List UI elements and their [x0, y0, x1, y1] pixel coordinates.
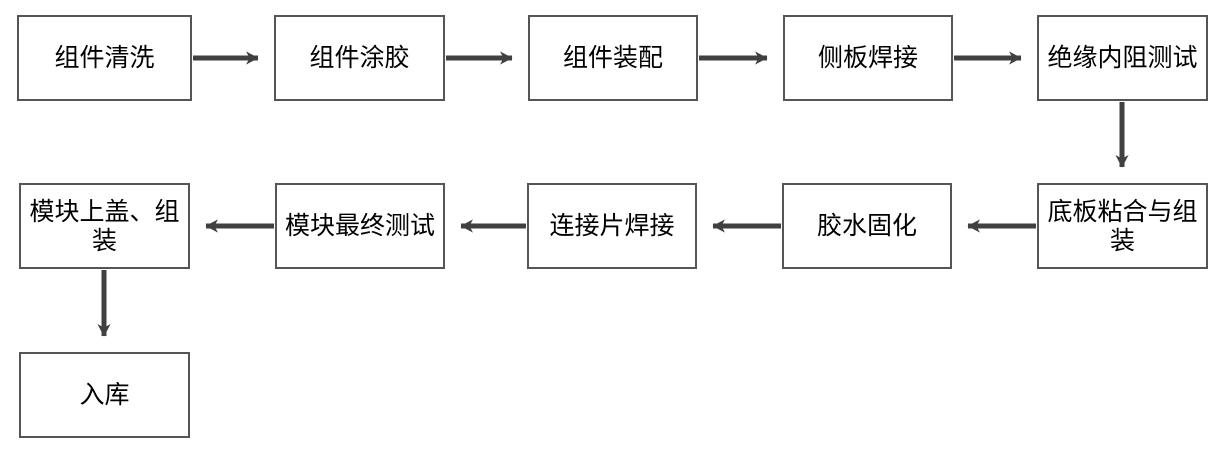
process-node-base-plate-bonding-assembly[interactable]: 底板粘合与组装: [1037, 183, 1208, 269]
process-node-component-gluing[interactable]: 组件涂胶: [274, 15, 445, 101]
node-label: 组件装配: [562, 43, 663, 73]
process-node-insulation-resistance-test[interactable]: 绝缘内阻测试: [1037, 15, 1208, 101]
process-node-component-cleaning[interactable]: 组件清洗: [17, 15, 192, 101]
process-node-side-plate-welding[interactable]: 侧板焊接: [783, 15, 953, 101]
node-label: 绝缘内阻测试: [1047, 43, 1198, 73]
node-label: 胶水固化: [816, 211, 917, 241]
node-label: 底板粘合与组装: [1047, 196, 1198, 256]
node-label: 组件涂胶: [309, 43, 410, 73]
node-label: 连接片焊接: [549, 211, 675, 241]
process-node-component-assembly[interactable]: 组件装配: [528, 15, 698, 101]
process-node-warehousing[interactable]: 入库: [19, 352, 190, 438]
node-label: 侧板焊接: [817, 43, 918, 73]
node-label: 组件清洗: [54, 43, 155, 73]
process-node-glue-curing[interactable]: 胶水固化: [782, 183, 952, 269]
process-node-module-final-test[interactable]: 模块最终测试: [275, 183, 445, 269]
process-node-module-cover-assembly[interactable]: 模块上盖、组装: [19, 183, 190, 269]
node-label: 入库: [79, 380, 130, 410]
node-label: 模块最终测试: [284, 211, 435, 241]
node-label: 模块上盖、组装: [29, 196, 180, 256]
process-node-connector-welding[interactable]: 连接片焊接: [527, 183, 697, 269]
